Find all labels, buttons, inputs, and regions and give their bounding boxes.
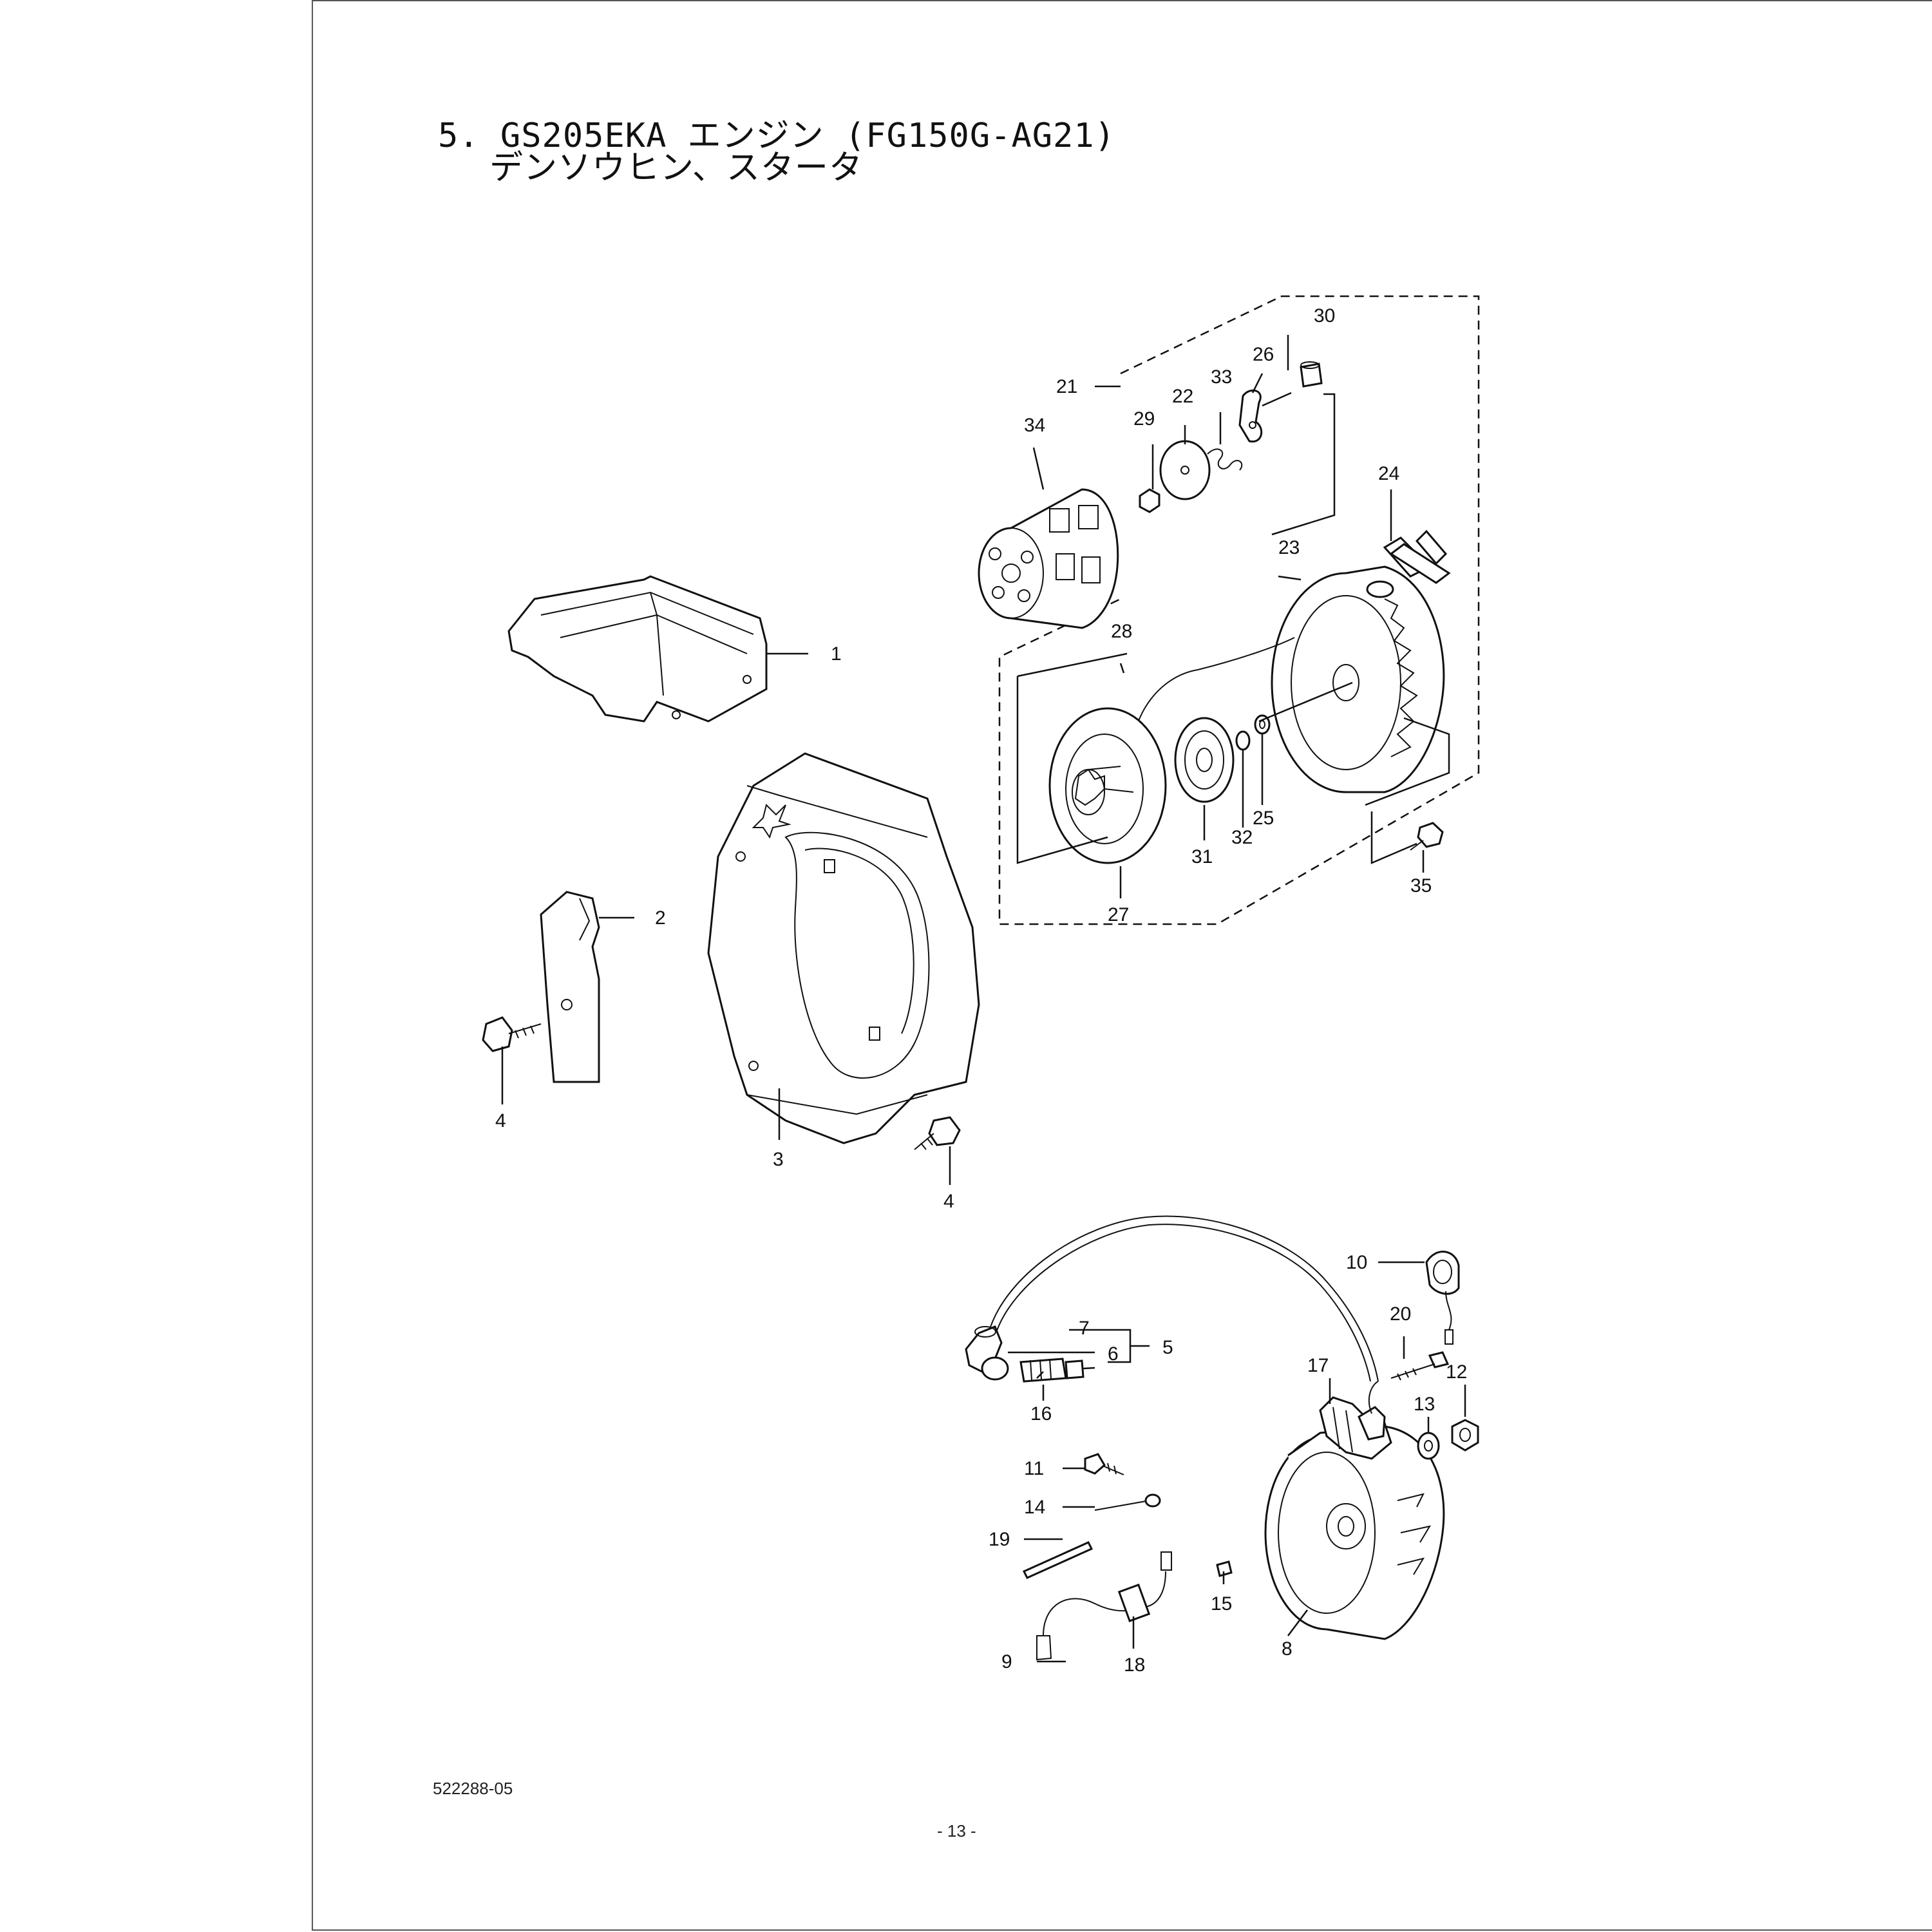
- part-3-fan-shroud: [707, 752, 980, 1144]
- part-29-nut: [1139, 488, 1160, 513]
- part-26-ratchet: [1238, 389, 1263, 443]
- part-5-ht-lead: [988, 1215, 1379, 1382]
- part-4-bolt-left: [482, 1016, 542, 1052]
- page-number: - 13 -: [937, 1821, 976, 1841]
- callout-26: 26: [1253, 344, 1274, 365]
- callout-4-left: 4: [495, 1110, 506, 1132]
- diagram-title: 5. GS205EKA エンジン (FG150G-AG21): [438, 117, 1115, 155]
- callout-11: 11: [1024, 1458, 1044, 1479]
- part-14-terminal: [1094, 1493, 1161, 1511]
- part-19-tube: [1022, 1541, 1094, 1579]
- part-34-starter-cup: [978, 488, 1119, 629]
- callout-5: 5: [1162, 1337, 1173, 1358]
- callout-7: 7: [1079, 1318, 1090, 1339]
- part-15-key: [1216, 1560, 1233, 1577]
- callout-1: 1: [831, 643, 842, 665]
- callout-4-right: 4: [943, 1191, 954, 1212]
- callout-32: 32: [1231, 827, 1253, 848]
- callout-29: 29: [1133, 408, 1155, 430]
- callout-27: 27: [1108, 904, 1129, 925]
- callout-21: 21: [1056, 376, 1077, 397]
- part-30-pin: [1300, 361, 1323, 388]
- part-28-starter-rope: [1133, 637, 1295, 748]
- callout-13: 13: [1414, 1394, 1435, 1415]
- part-11-screw: [1084, 1453, 1124, 1475]
- part-33-spring: [1207, 448, 1243, 471]
- part-9-wire: [1036, 1635, 1052, 1661]
- callout-34: 34: [1024, 415, 1045, 436]
- part-8-flywheel: [1264, 1425, 1445, 1640]
- part-22-plate: [1159, 440, 1211, 500]
- callout-15: 15: [1211, 1593, 1232, 1615]
- part-35-bolt: [1410, 822, 1444, 851]
- callout-24: 24: [1378, 463, 1399, 484]
- callout-17: 17: [1307, 1355, 1329, 1376]
- part-12-nut: [1451, 1419, 1479, 1452]
- callout-33: 33: [1211, 366, 1232, 388]
- part-20-bolt: [1390, 1351, 1450, 1381]
- part-23-starter-case: [1271, 565, 1445, 793]
- callout-6: 6: [1108, 1343, 1119, 1365]
- part-1-cover: [507, 575, 768, 723]
- callout-12: 12: [1446, 1361, 1467, 1383]
- part-6-cap-boot: [981, 1356, 1009, 1381]
- part-17-ignition-coil: [1319, 1381, 1392, 1460]
- part-31-spring-case: [1174, 717, 1235, 803]
- starter-assembly-boundary: [998, 295, 1480, 925]
- callout-14: 14: [1024, 1497, 1045, 1518]
- part-4-bolt-right: [914, 1116, 961, 1150]
- callout-18: 18: [1124, 1654, 1145, 1676]
- part-16-spark-plug: [1019, 1358, 1095, 1383]
- part-10-stop-switch: [1425, 1251, 1460, 1345]
- callout-10: 10: [1346, 1252, 1367, 1273]
- callout-31: 31: [1191, 846, 1213, 867]
- callout-28: 28: [1111, 621, 1132, 642]
- part-2-plate: [540, 891, 600, 1083]
- callout-35: 35: [1410, 875, 1432, 896]
- callout-3: 3: [773, 1149, 784, 1170]
- document-code: 522288-05: [433, 1779, 513, 1798]
- callout-9: 9: [1001, 1651, 1012, 1672]
- callout-30: 30: [1314, 305, 1335, 327]
- callout-2: 2: [655, 907, 666, 929]
- part-24-starter-handle: [1366, 529, 1451, 598]
- part-13-washer: [1417, 1432, 1440, 1460]
- callout-25: 25: [1253, 808, 1274, 829]
- part-18-stop-wire: [1043, 1551, 1172, 1636]
- callout-22: 22: [1172, 386, 1193, 407]
- page-border: [312, 0, 1932, 1931]
- callout-19: 19: [989, 1529, 1010, 1550]
- part-27-reel: [1048, 707, 1167, 864]
- callout-labels: 1 2 3 4 4 5 6 7 8 9 10 11 12 13 14 15 16…: [495, 305, 1467, 1676]
- callout-20: 20: [1390, 1303, 1411, 1325]
- part-25-washer: [1254, 714, 1271, 735]
- diagram-subtitle: デンソウヒン、スタータ: [489, 149, 863, 187]
- callout-8: 8: [1282, 1638, 1293, 1660]
- part-32-collar: [1235, 730, 1251, 751]
- callout-16: 16: [1030, 1403, 1052, 1425]
- leader-lines: [501, 335, 1466, 1663]
- callout-23: 23: [1278, 537, 1300, 558]
